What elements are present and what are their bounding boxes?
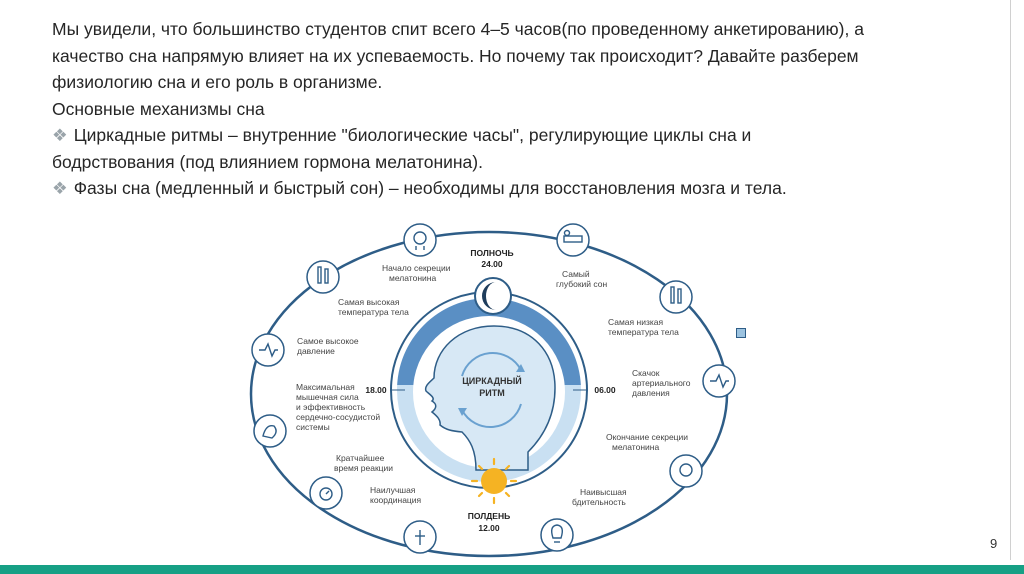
label-lowest-temp: Самая низкая (608, 317, 663, 327)
slide-text: Мы увидели, что большинство студентов сп… (52, 16, 992, 202)
bullet-circadian-cont: бодрствования (под влиянием гормона мела… (52, 151, 483, 172)
bullet-phases: ❖Фазы сна (медленный и быстрый сон) – не… (52, 178, 787, 198)
sleep-bed-icon (556, 223, 590, 257)
muscle-arm-icon (253, 414, 287, 448)
label-max-strength: Максимальная (296, 382, 355, 392)
lightbulb-icon (540, 518, 574, 552)
label-melatonin-start: Начало секреции (382, 263, 451, 273)
paragraph-line: физиологию сна и его роль в организме. (52, 72, 383, 92)
page-number: 9 (990, 536, 998, 551)
thermometer-icon (306, 260, 340, 294)
label-highest-pressure: Самое высокое (297, 336, 359, 346)
arrow-head-icon (516, 364, 525, 372)
bullet-circadian: ❖Циркадные ритмы – внутренние "биологиче… (52, 125, 752, 145)
center-label: РИТМ (479, 388, 504, 398)
midnight-label: ПОЛНОЧЬ (470, 248, 513, 258)
sun-icon (470, 457, 518, 505)
noon-time: 12.00 (478, 523, 500, 533)
footer-bar (0, 565, 1024, 574)
label-highest-alertness: Наивысшая (580, 487, 627, 497)
left-time: 18.00 (365, 385, 387, 395)
slide-border (1010, 0, 1011, 560)
bullet-icon: ❖ (52, 125, 68, 145)
paragraph-line: качество сна напрямую влияет на их успев… (52, 45, 859, 66)
brain-icon (403, 223, 437, 257)
heart-pulse-icon (702, 364, 736, 398)
label-highest-temp: Самая высокая (338, 297, 400, 307)
brain-icon (669, 454, 703, 488)
label-deepest-sleep: Самый (562, 269, 590, 279)
label-best-coordination: Наилучшая (370, 485, 416, 495)
legend-marker (736, 328, 746, 338)
cycle-arrow-top (461, 351, 522, 377)
cycle-arrow-bottom (461, 403, 522, 429)
heart-pulse-icon (251, 333, 285, 367)
right-time: 06.00 (594, 385, 616, 395)
thermometer-low-icon (659, 280, 693, 314)
label-melatonin-end: Окончание секреции (606, 432, 688, 442)
paragraph-line: Мы увидели, что большинство студентов сп… (52, 19, 864, 39)
midnight-time: 24.00 (481, 259, 503, 269)
label-fastest-reaction: Кратчайшее (336, 453, 385, 463)
head-silhouette (424, 325, 556, 471)
label-pressure-jump: Скачок (632, 368, 660, 378)
moon-icon (474, 277, 512, 315)
noon-label: ПОЛДЕНЬ (468, 511, 510, 521)
stopwatch-icon (309, 476, 343, 510)
subheading: Основные механизмы сна (52, 98, 265, 119)
bullet-icon: ❖ (52, 178, 68, 198)
arrow-head-icon (458, 408, 467, 416)
center-label: ЦИРКАДНЫЙ (462, 375, 522, 386)
